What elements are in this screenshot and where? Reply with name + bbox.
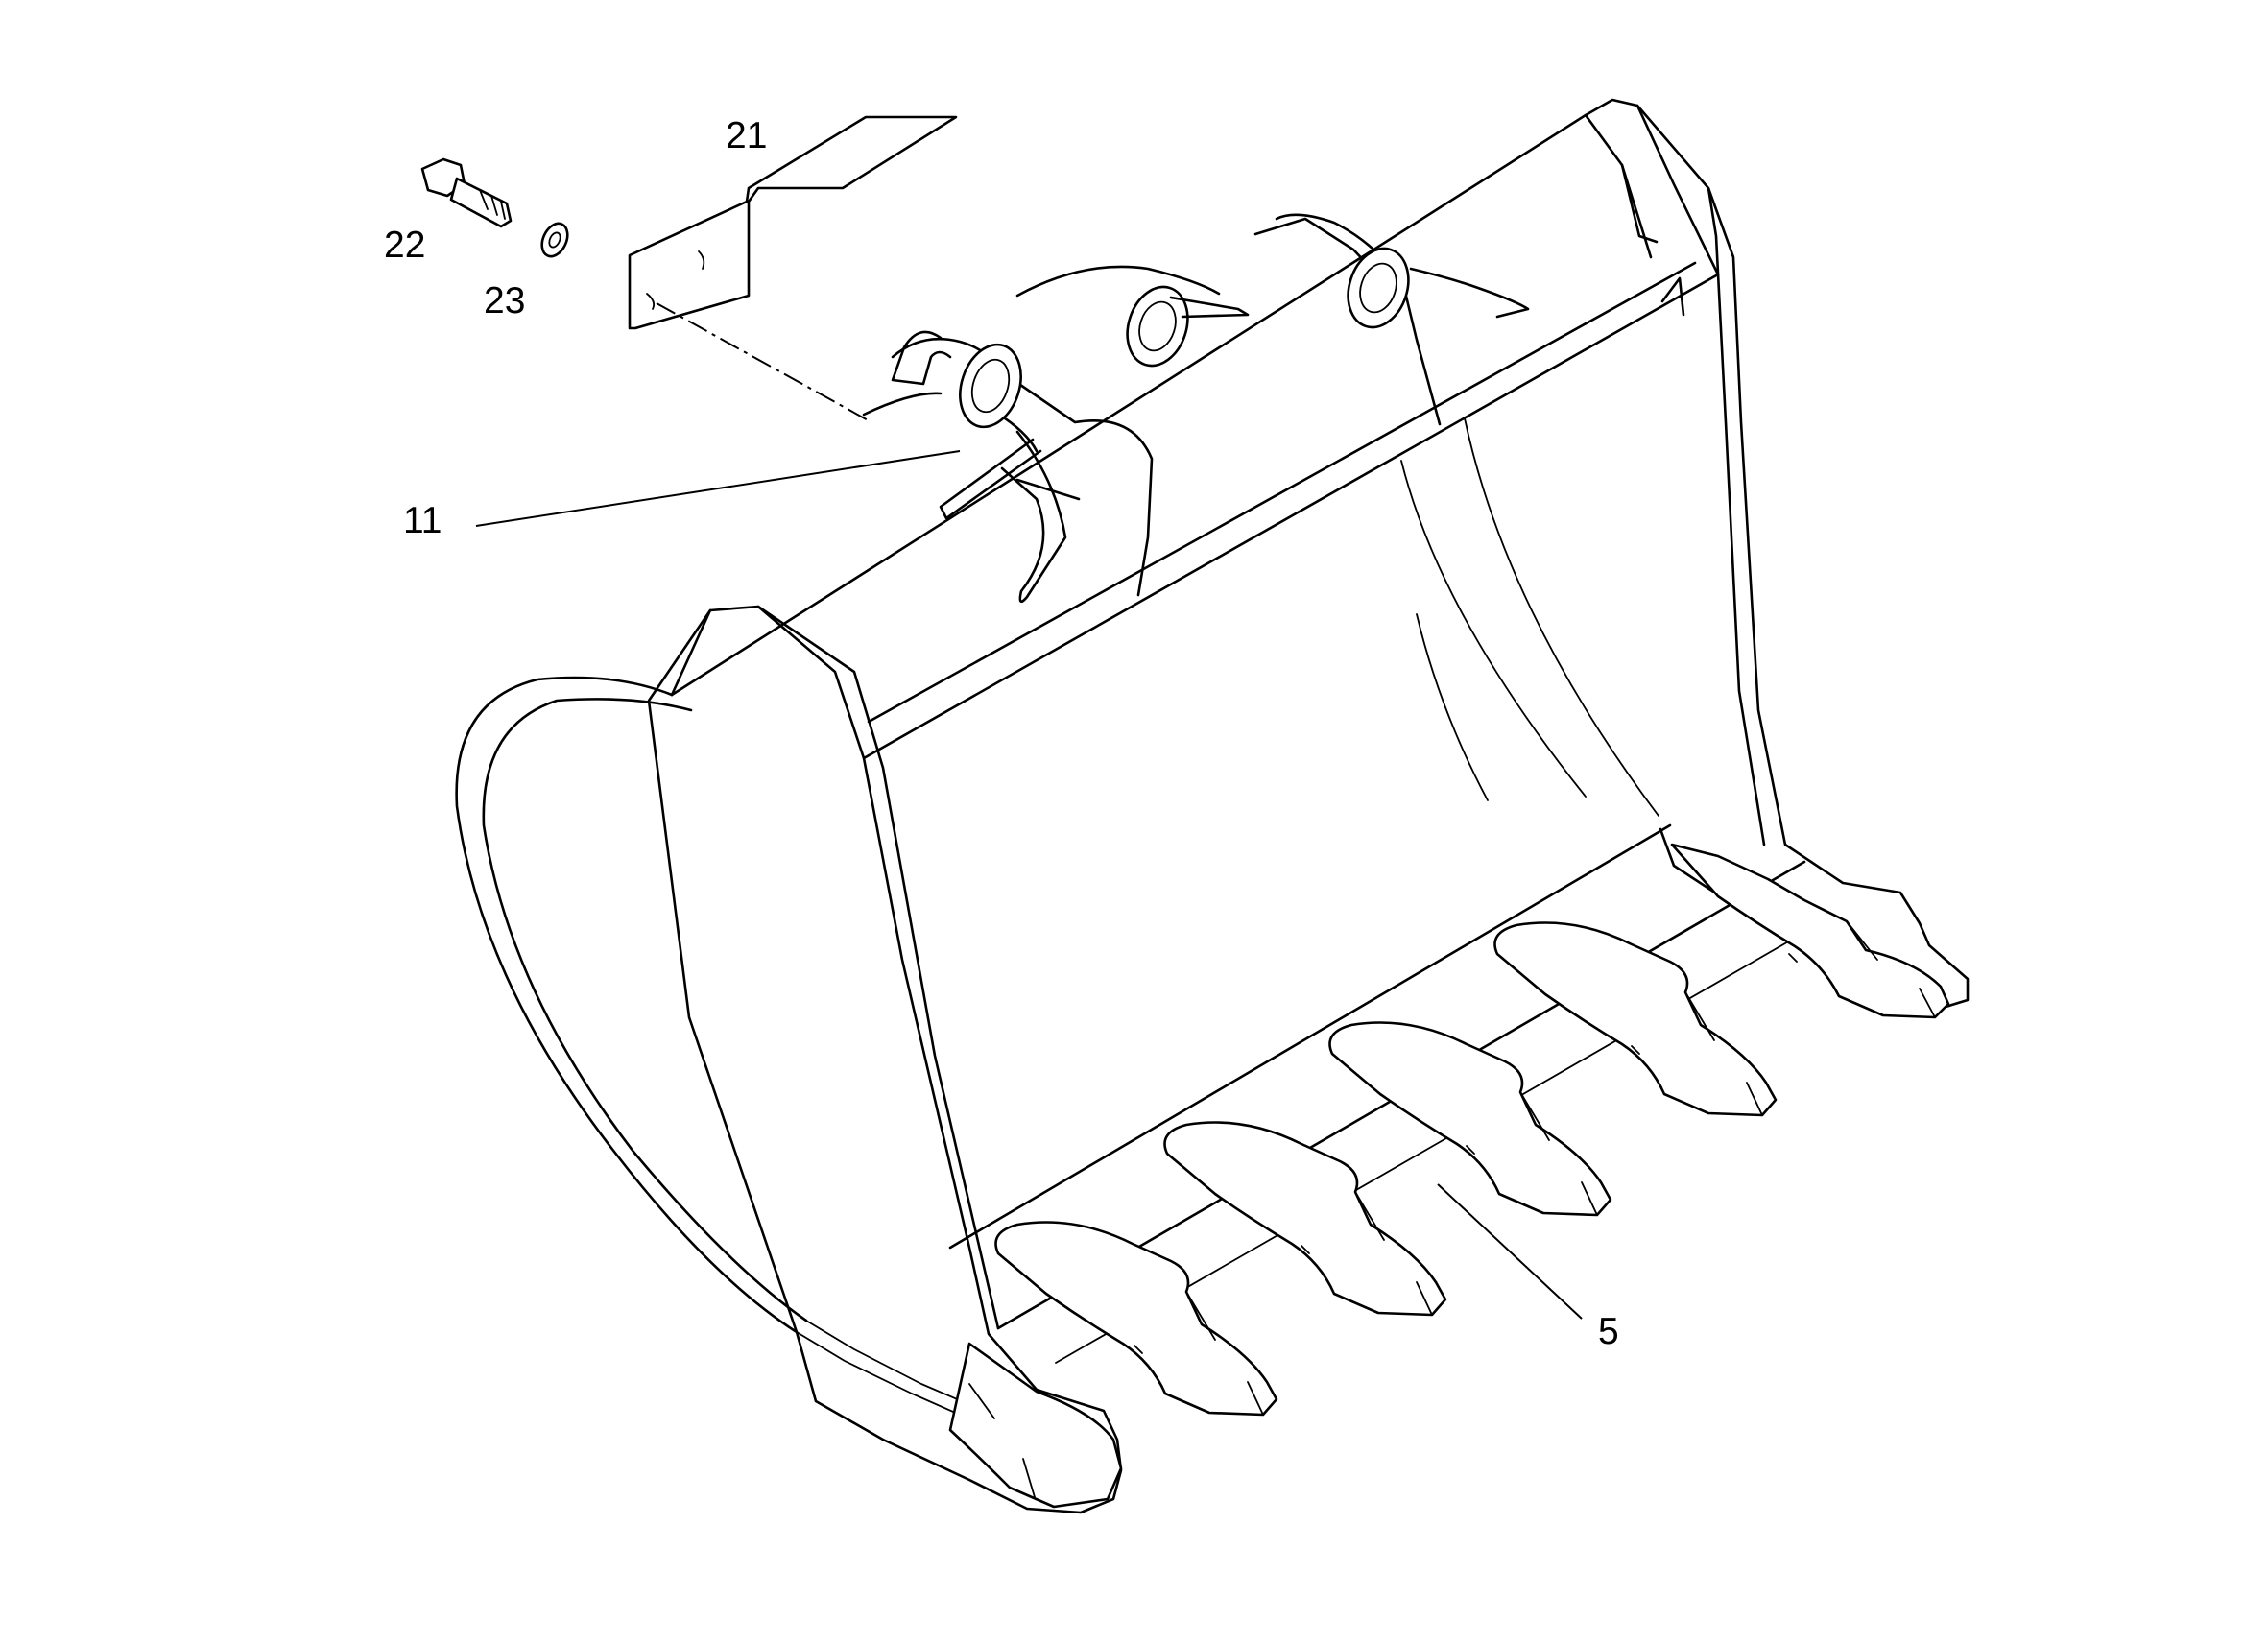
washer-part (540, 222, 569, 258)
callout-22: 22 (384, 225, 426, 266)
bolt-part (420, 157, 513, 228)
cover-plate-part (628, 115, 958, 423)
tooth-6 (948, 1342, 1123, 1509)
hinge-bracket-assembly (862, 213, 1685, 604)
callout-5: 5 (1598, 1311, 1619, 1352)
leader-11 (475, 450, 961, 527)
leader-5 (1437, 1183, 1583, 1320)
leader-lines (475, 450, 1583, 1320)
tooth-2 (1163, 1121, 1447, 1317)
tooth-4 (1493, 921, 1778, 1117)
bucket-body (455, 98, 1970, 1514)
callout-23: 23 (484, 280, 526, 322)
tooth-1 (994, 1221, 1278, 1417)
callout-11: 11 (403, 500, 442, 541)
tooth-3 (1328, 1021, 1612, 1217)
bucket-teeth (948, 843, 1950, 1509)
callout-21: 21 (726, 115, 768, 156)
tooth-5 (1670, 843, 1950, 1019)
